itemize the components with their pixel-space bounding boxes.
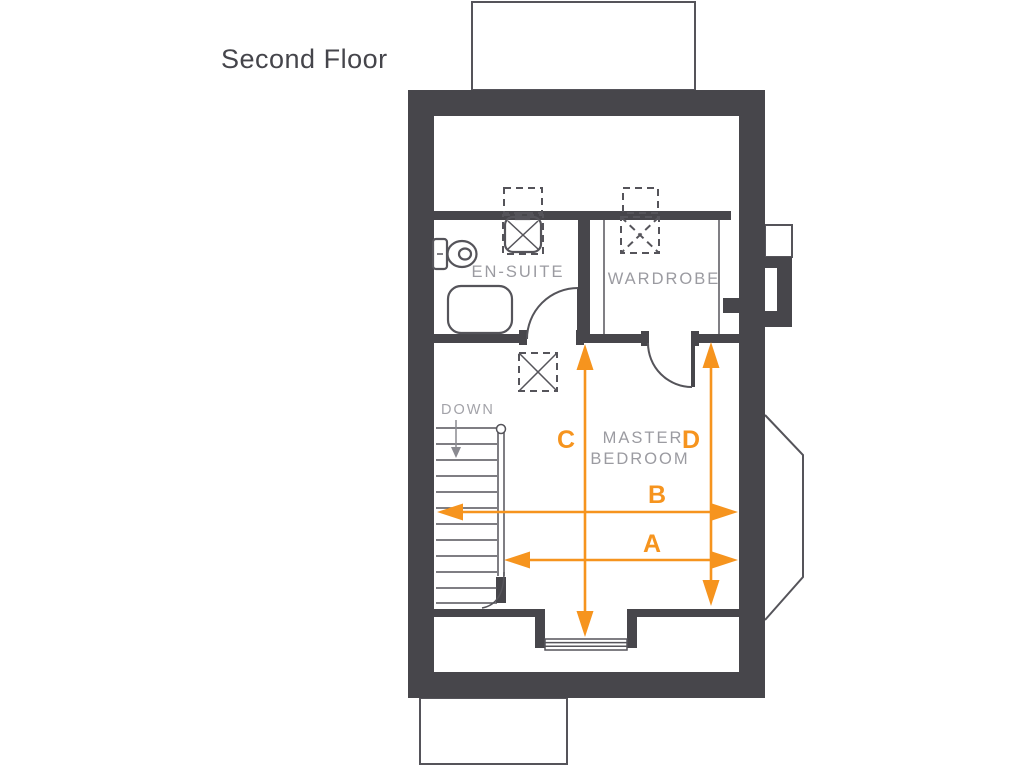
ensuite-door-leaf [577,288,581,340]
wall-top [408,90,765,116]
dormer-jamb-left [535,609,545,648]
wall-bottom [408,672,765,698]
dimension-label-d: D [682,426,700,454]
dimension-arrowheads [437,342,738,637]
walls [408,90,792,698]
skylight-dashed-icon [622,187,659,214]
wall-bedroom-south-right [627,609,739,617]
wall-bedroom-south-left [434,609,537,617]
dormer-jamb-right [627,609,637,648]
shower-icon [446,284,514,335]
dimension-label-c: C [557,426,575,454]
dashed-symbols [503,187,720,392]
wardrobe-skylight-icon [620,216,660,254]
down-arrow-head-icon [451,447,461,458]
loft-hatch-icon [518,352,558,392]
skylight-dashed-icon [503,187,543,214]
dimension-lines [444,350,730,630]
wardrobe-door-arc [647,342,693,388]
master-bedroom-label-line2: BEDROOM [590,450,689,468]
toilet-icon [431,237,478,271]
wall-left [408,90,434,698]
wardrobe-label: WARDROBE [608,270,721,288]
wall-hall-mid [578,334,649,343]
sink-icon [502,211,544,255]
door-jamb [519,330,527,345]
dimension-label-b: B [648,481,666,509]
front-dormer-outline [419,697,568,765]
wall-wardrobe-south [693,334,739,343]
stair-treads [436,427,497,604]
master-bedroom-label-line1: MASTER [603,429,684,447]
chimney-flue [765,268,777,311]
door-jamb [641,331,649,346]
wall-ensuite-south [434,334,527,343]
stairs-down-label: DOWN [441,402,495,418]
page-title: Second Floor [221,44,388,74]
wall-stub [723,298,739,313]
ensuite-fixtures [431,211,544,335]
staircase [436,420,507,609]
ensuite-label: EN-SUITE [471,263,564,281]
dimension-arrows: C D B A [437,342,738,637]
handrail-curve [481,571,505,609]
rear-dormer-outline [471,1,696,91]
bay-window-outline [764,414,804,621]
wardrobe-door-leaf [691,343,695,387]
door-jamb [691,331,699,346]
chimney-outline [764,224,793,258]
wall-right [739,90,765,698]
newel-post [495,423,507,435]
doors [526,287,693,388]
dormer-window [544,638,628,651]
ensuite-door-arc [526,287,579,340]
dimension-label-a: A [643,530,661,558]
